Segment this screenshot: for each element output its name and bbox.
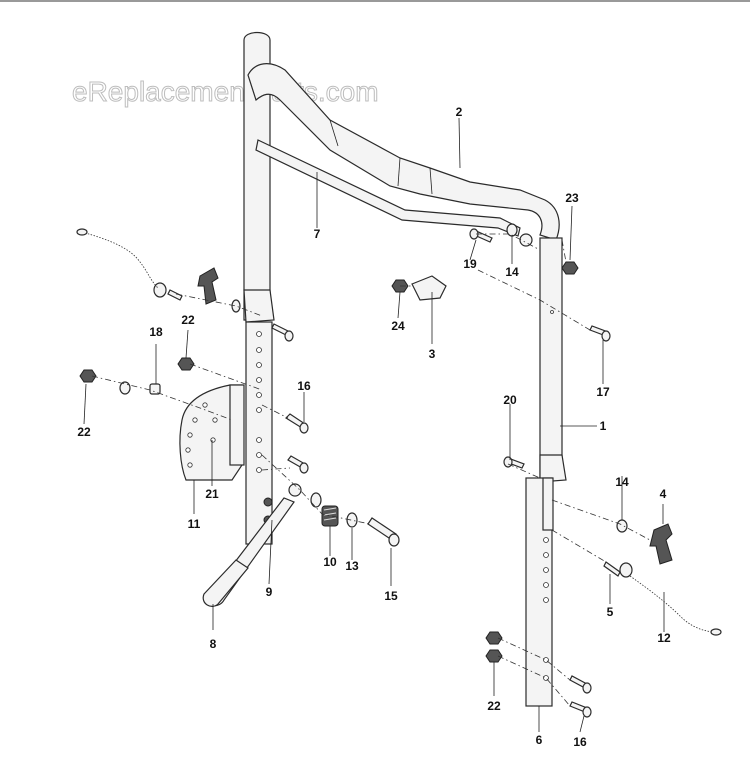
label-11: 11 xyxy=(188,517,201,531)
label-12: 12 xyxy=(657,631,671,645)
alignment-lines xyxy=(91,233,651,707)
label-22-left: 22 xyxy=(77,425,91,439)
cable-right-loop xyxy=(710,628,722,636)
label-6: 6 xyxy=(536,733,543,747)
bolt-near-plate xyxy=(287,455,309,474)
plate-holes xyxy=(185,402,218,468)
watermark-text: eReplacementParts.com xyxy=(72,76,379,107)
label-16-lower: 16 xyxy=(573,735,587,749)
label-5: 5 xyxy=(607,605,614,619)
spacer-part-18 xyxy=(149,383,161,395)
label-22-mid: 22 xyxy=(181,313,195,327)
cable-left xyxy=(81,231,159,289)
pin-ring-left xyxy=(153,282,167,298)
label-18: 18 xyxy=(149,325,163,339)
knob-part-4 xyxy=(649,523,673,565)
cable-left-loop xyxy=(76,228,88,236)
right-tube-part-1 xyxy=(539,237,567,483)
label-3: 3 xyxy=(429,347,436,361)
left-bar-holes xyxy=(256,331,262,473)
nut-part-22-mid xyxy=(177,357,195,371)
bolt-part-17 xyxy=(589,325,611,342)
washer-part-14-lower xyxy=(616,519,628,533)
washer-part-13 xyxy=(346,512,358,528)
crossbar-part-7 xyxy=(255,139,521,237)
label-4: 4 xyxy=(660,487,667,501)
washer-near-lever xyxy=(310,492,322,508)
left-lower-bar xyxy=(243,289,275,545)
bolt-top-left-bar xyxy=(271,323,294,342)
right-lower-bar-part-6 xyxy=(525,477,554,707)
nut-part-23 xyxy=(561,261,579,275)
pivot-washer xyxy=(519,233,533,247)
bolt-part-20 xyxy=(503,456,525,469)
label-14-upper: 14 xyxy=(505,265,519,279)
nut-part-22-left xyxy=(79,369,97,383)
label-21: 21 xyxy=(205,487,219,501)
washer-left xyxy=(119,381,131,395)
label-9: 9 xyxy=(266,585,273,599)
bolt-part-15 xyxy=(367,517,400,547)
knob-washer-left xyxy=(231,299,241,313)
label-23: 23 xyxy=(565,191,579,205)
nut-part-22-right-b xyxy=(485,649,503,663)
label-24: 24 xyxy=(391,319,405,333)
nut-part-22-right-a xyxy=(485,631,503,645)
bracket-part-3 xyxy=(411,275,447,301)
label-20: 20 xyxy=(503,393,517,407)
label-1: 1 xyxy=(600,419,607,433)
cable-right xyxy=(629,575,713,633)
bolt-part-16-lower xyxy=(569,701,592,718)
label-13: 13 xyxy=(345,559,359,573)
label-8: 8 xyxy=(210,637,217,651)
spring-part-10 xyxy=(321,505,339,527)
label-17: 17 xyxy=(596,385,610,399)
adjust-plate-part-11 xyxy=(179,384,245,481)
leader-lines xyxy=(83,117,665,733)
bolt-part-16-upper xyxy=(285,413,309,434)
label-15: 15 xyxy=(384,589,398,603)
label-19: 19 xyxy=(463,257,477,271)
label-2: 2 xyxy=(456,105,463,119)
pin-ring-right xyxy=(619,562,633,578)
label-7: 7 xyxy=(314,227,321,241)
bolt-part-19 xyxy=(469,228,493,243)
part-labels: 1 2 3 4 5 6 7 8 9 10 11 12 13 14 14 15 1… xyxy=(77,105,671,749)
label-16-upper: 16 xyxy=(297,379,311,393)
label-10: 10 xyxy=(323,555,337,569)
pin-part-5 xyxy=(603,561,621,577)
label-22-right: 22 xyxy=(487,699,501,713)
label-14-lower: 14 xyxy=(615,475,629,489)
bolt-part-16-lower-2 xyxy=(569,675,592,694)
knob-part-4-left xyxy=(197,267,219,305)
